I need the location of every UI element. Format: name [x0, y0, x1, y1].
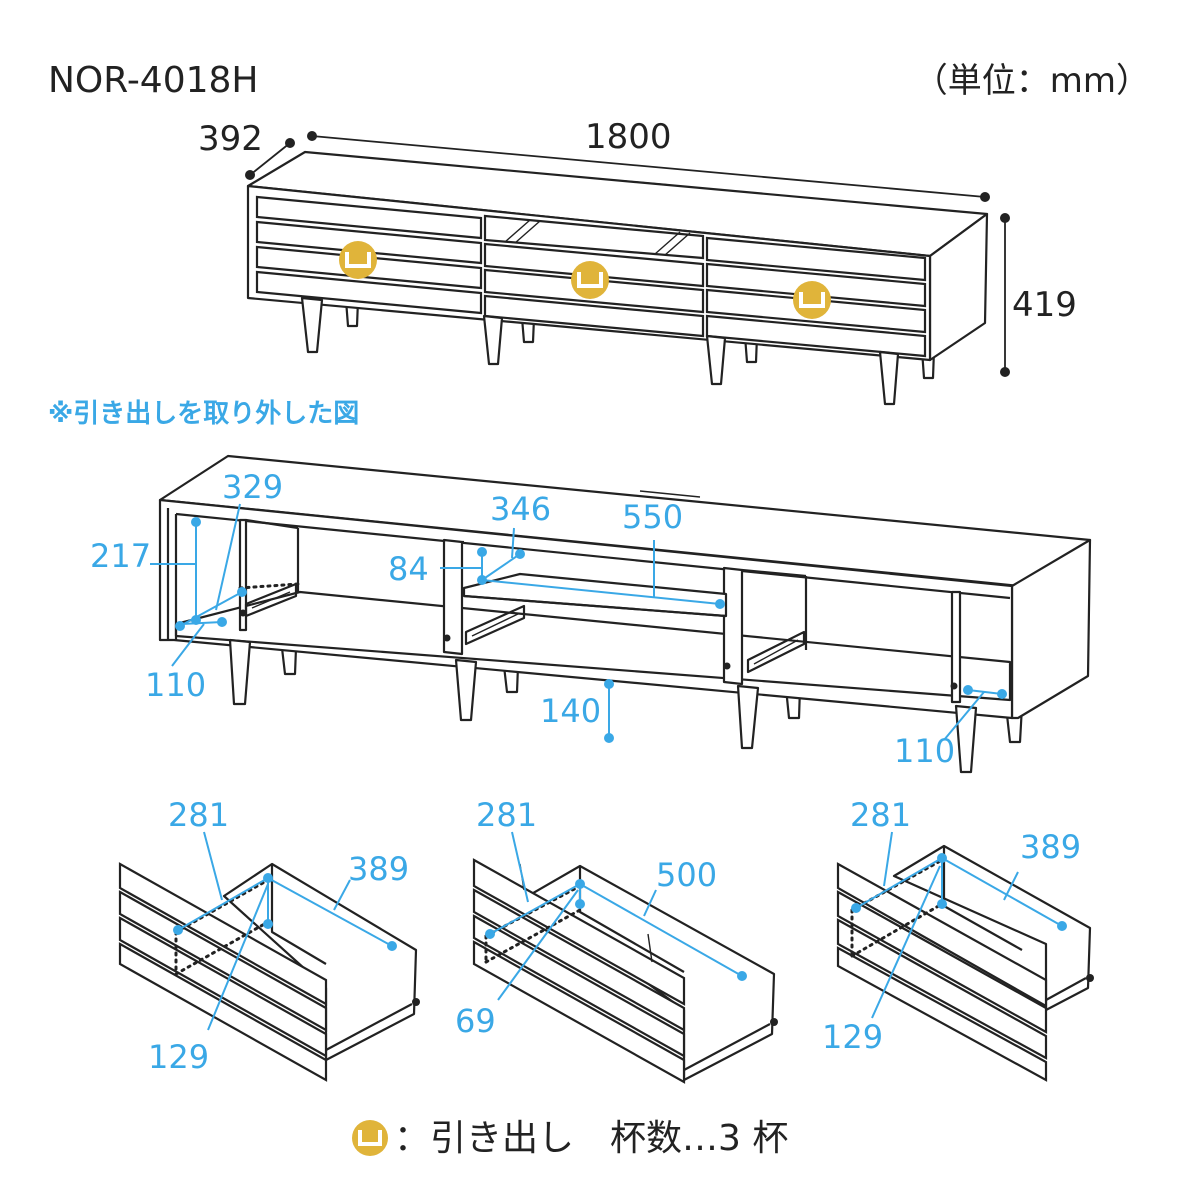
- drawer-right: [836, 831, 1094, 1082]
- dim-center-width: 550: [622, 498, 683, 536]
- width-label: 1800: [585, 117, 672, 157]
- drawer-center: [472, 831, 778, 1084]
- dim-leg-clearance: 140: [540, 692, 601, 730]
- dim-left-depth: 329: [222, 468, 283, 506]
- drawer-removed-note: ※引き出しを取り外した図: [48, 399, 359, 429]
- dim-left-bottom: 110: [145, 666, 206, 704]
- drawer1-width: 389: [348, 850, 409, 888]
- drawer3-width: 389: [1020, 828, 1081, 866]
- drawer-front-panel: [118, 862, 328, 1082]
- drawer-left: [118, 831, 420, 1082]
- drawer1-bottom: 129: [148, 1038, 209, 1076]
- dim-center-depth: 346: [490, 490, 551, 528]
- height-label: 419: [1012, 285, 1077, 325]
- drawer2-bottom: 69: [455, 1002, 496, 1040]
- drawer-front-right: [705, 236, 927, 358]
- overall-dimensions: [245, 131, 1010, 377]
- dim-right-bottom: 110: [894, 732, 955, 770]
- drawer1-top: 281: [168, 796, 229, 834]
- interior-dimensions: [150, 503, 1007, 743]
- drawer-handle-icon: [571, 261, 609, 299]
- depth-label: 392: [198, 119, 263, 159]
- leg: [705, 334, 727, 386]
- leg: [300, 296, 324, 354]
- drawer-handle-icon: [793, 281, 831, 319]
- drawer3-top: 281: [850, 796, 911, 834]
- drawer2-width: 500: [656, 856, 717, 894]
- legend: ：引き出し 杯数…3 杯: [352, 1118, 788, 1159]
- drawer2-top: 281: [476, 796, 537, 834]
- drawer-handle-icon: [352, 1120, 388, 1156]
- drawer3-bottom: 129: [822, 1018, 883, 1056]
- dim-center-height: 84: [388, 550, 429, 588]
- leg: [878, 350, 900, 406]
- drawer-front-panel: [836, 862, 1048, 1082]
- tv-stand-exterior: [246, 150, 989, 406]
- legend-label: ：引き出し 杯数…3 杯: [394, 1118, 788, 1159]
- dim-left-height: 217: [90, 537, 151, 575]
- tv-stand-interior: [158, 454, 1092, 774]
- drawer-front-left: [255, 195, 483, 315]
- leg: [482, 314, 504, 366]
- model-number: NOR-4018H: [48, 60, 259, 101]
- slide-rail: [464, 604, 526, 646]
- slide-rail: [746, 630, 806, 674]
- drawer-handle-icon: [339, 241, 377, 279]
- unit-label: （単位：mm）: [914, 61, 1150, 101]
